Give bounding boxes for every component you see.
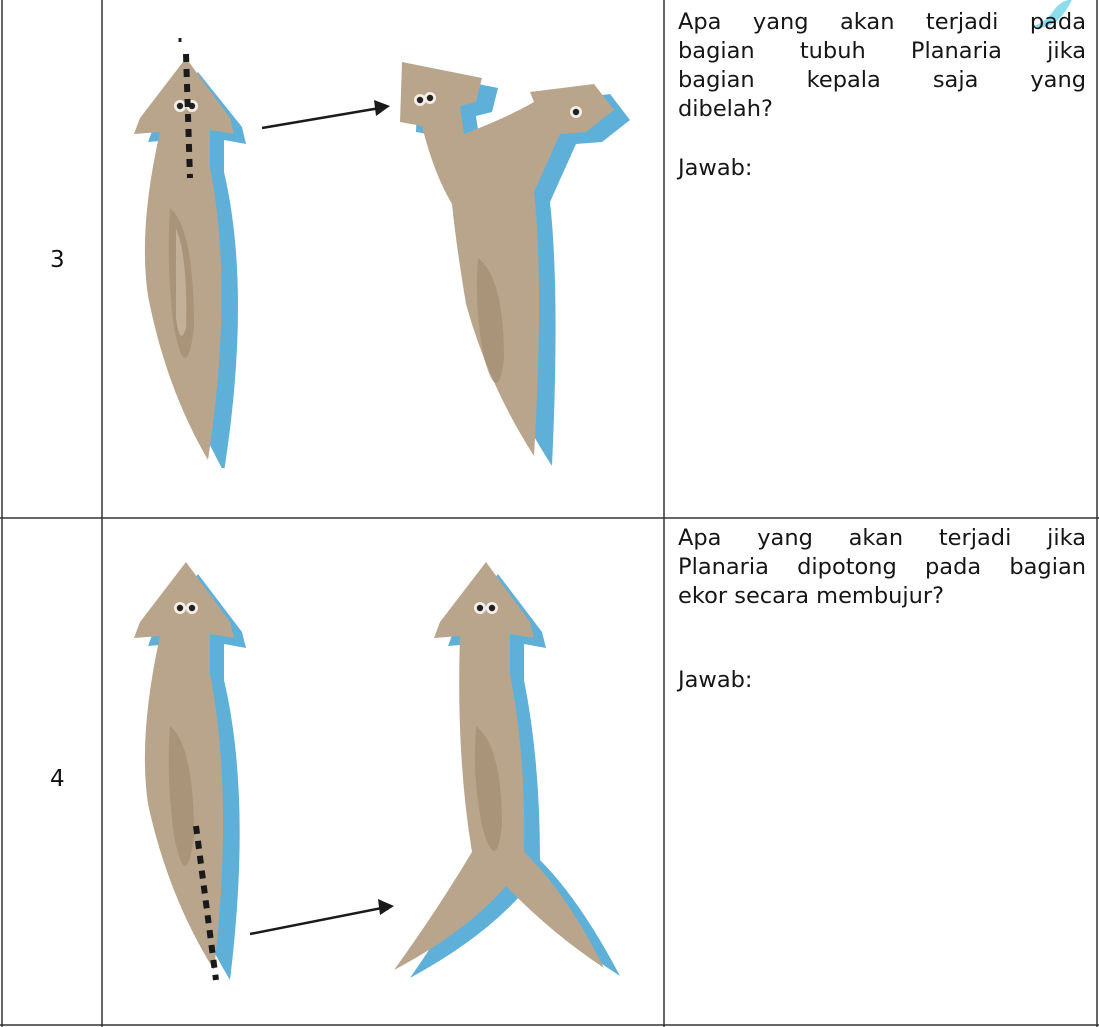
arrow-icon — [262, 100, 390, 128]
planaria-original — [134, 38, 246, 468]
question-line: Apa yang akan terjadi jika — [678, 524, 1086, 553]
planaria-tail-split-illustration — [110, 556, 650, 996]
row-number: 3 — [50, 247, 65, 273]
planaria-original — [134, 562, 246, 980]
planaria-two-heads — [400, 62, 630, 466]
answer-label: Jawab: — [678, 667, 752, 693]
question-text: Apa yang akan terjadi jika Planaria dipo… — [678, 524, 1086, 611]
question-line: Planaria dipotong pada bagian — [678, 553, 1086, 582]
question-line: bagian tubuh Planaria jika — [678, 37, 1086, 66]
question-line: Apa yang akan terjadi pada — [678, 8, 1086, 37]
question-text: Apa yang akan terjadi pada bagian tubuh … — [678, 8, 1086, 124]
question-line: bagian kepala saja yang — [678, 66, 1086, 95]
planaria-split-tail — [394, 562, 620, 978]
answer-label: Jawab: — [678, 155, 752, 181]
row-number: 4 — [50, 766, 65, 792]
question-line: dibelah? — [678, 95, 1086, 124]
planaria-head-split-illustration — [110, 28, 650, 468]
question-line: ekor secara membujur? — [678, 582, 1086, 611]
arrow-icon — [250, 899, 394, 934]
